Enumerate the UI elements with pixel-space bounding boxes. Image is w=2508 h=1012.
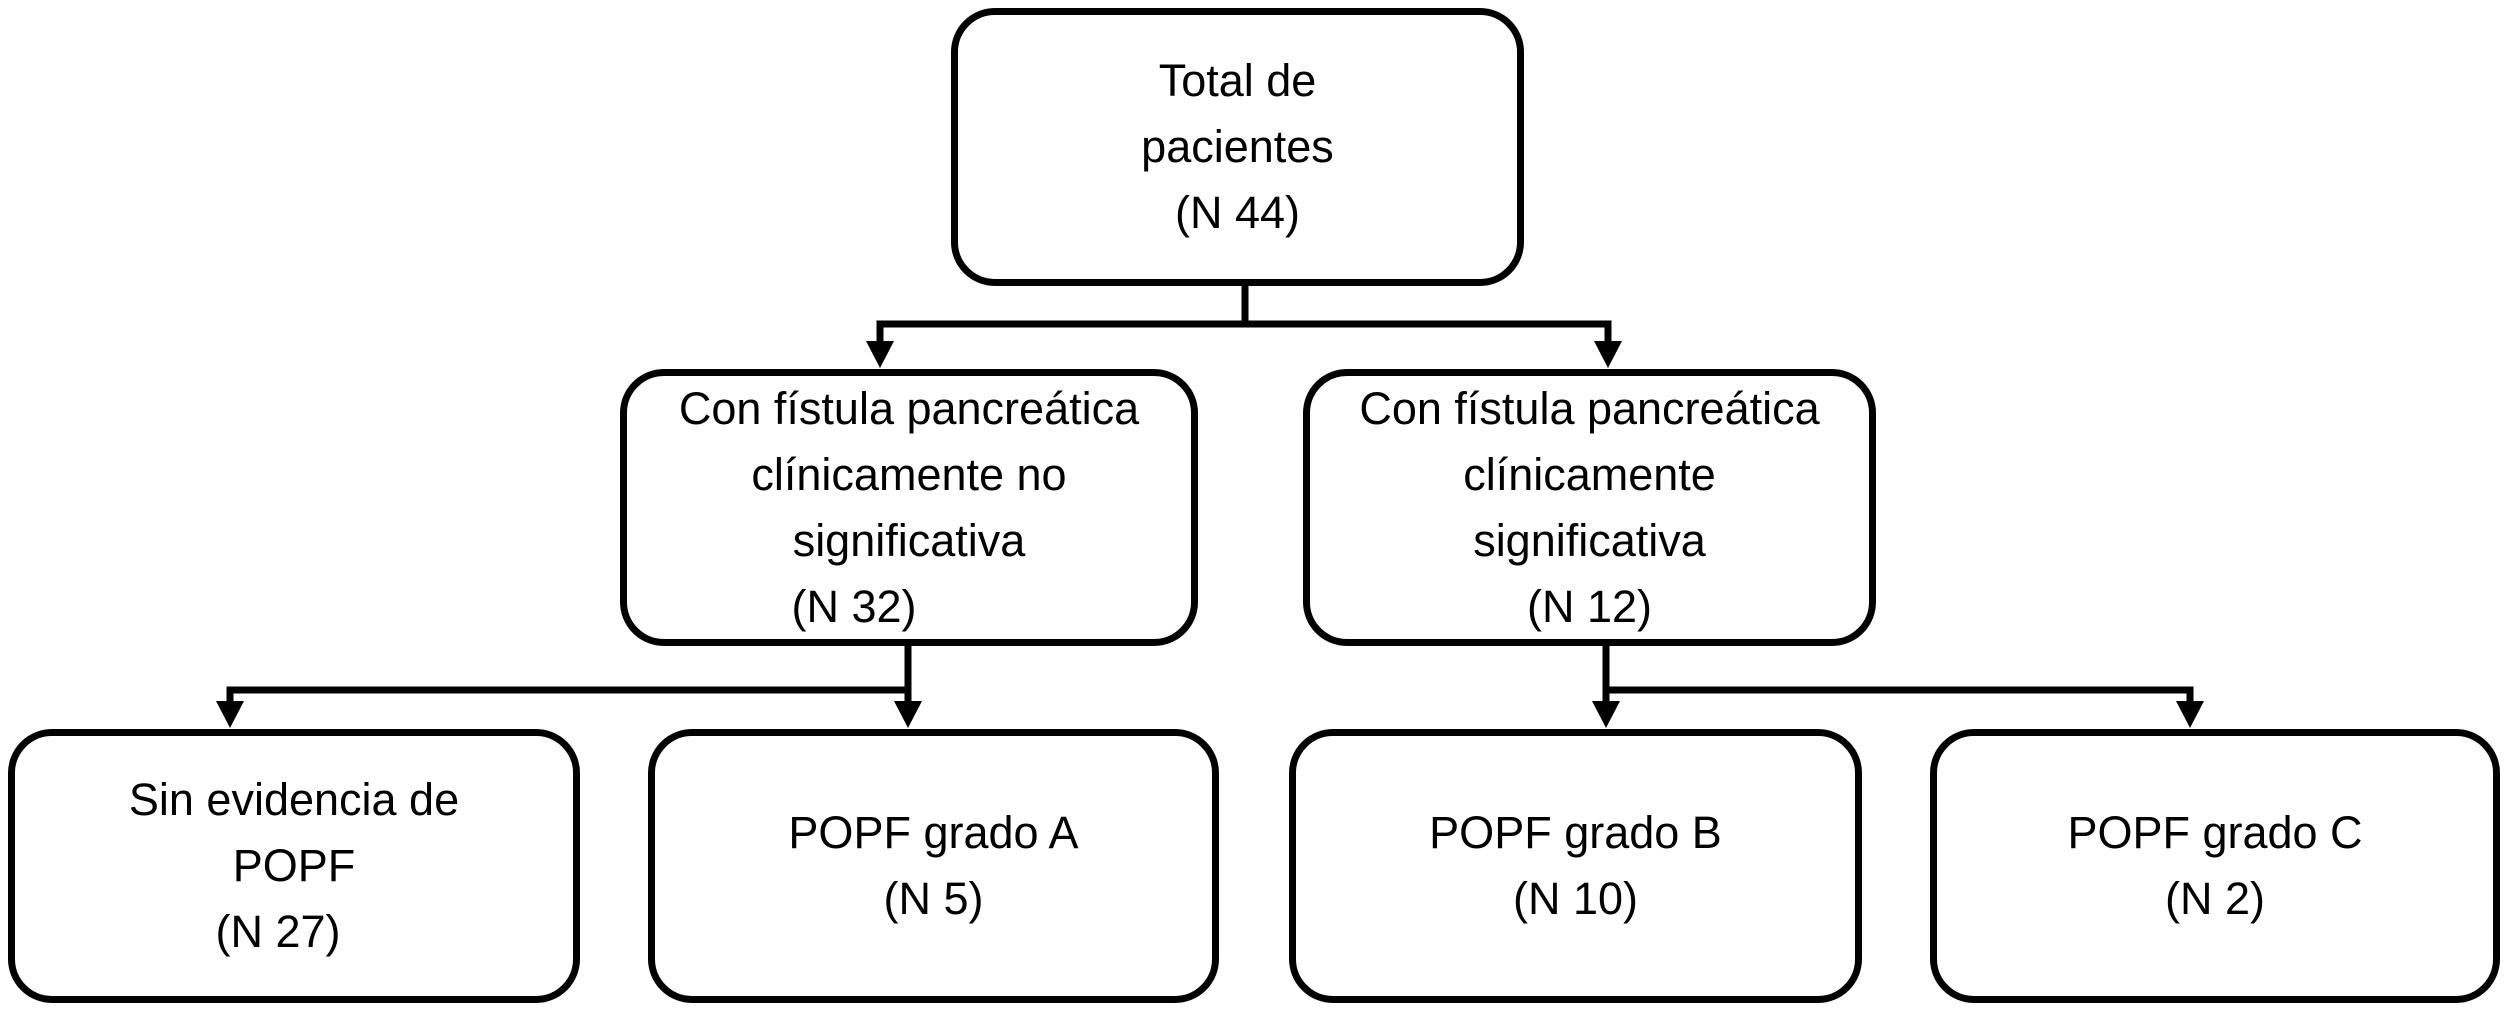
- node-label-line: pacientes: [1141, 121, 1334, 172]
- node-label-line: POPF: [232, 840, 356, 891]
- node-count: (N 10): [1512, 873, 1639, 924]
- node-popf-grado-a: POPF grado A (N 5): [648, 729, 1219, 1003]
- node-label-line: Con fístula pancreática: [678, 382, 1140, 434]
- edge-significativa-to-grado-c: [1606, 686, 2194, 704]
- arrowhead-grado-a: [894, 701, 922, 728]
- node-fistula-significativa: Con fístula pancreática clínicamente sig…: [1303, 369, 1876, 646]
- edge-no-significativa-to-sin-evidencia: [226, 646, 912, 704]
- node-label-line: clínicamente: [1463, 448, 1716, 500]
- node-fistula-no-significativa: Con fístula pancreática clínicamente no …: [620, 369, 1198, 646]
- node-count: (N 27): [215, 906, 341, 957]
- node-count: (N 12): [1526, 580, 1653, 632]
- node-total-pacientes: Total de pacientes (N 44): [951, 8, 1524, 286]
- edge-total-to-no-significativa: [876, 286, 1249, 344]
- node-label-line: POPF grado B: [1429, 807, 1722, 858]
- node-label-line: POPF grado A: [788, 807, 1079, 858]
- node-label-line: Total de: [1158, 55, 1317, 106]
- node-count: (N 2): [2165, 873, 2265, 924]
- node-label-line: Con fístula pancreática: [1359, 382, 1820, 434]
- node-label-line: clínicamente no: [751, 448, 1067, 500]
- node-count: (N 32): [791, 580, 917, 632]
- arrowhead-sin-evidencia: [216, 701, 244, 728]
- edge-total-to-significativa: [1245, 320, 1612, 344]
- node-label-line: significativa: [1473, 514, 1706, 566]
- arrowhead-significativa: [1594, 341, 1622, 368]
- node-label-line: significativa: [792, 514, 1026, 566]
- node-popf-grado-c: POPF grado C (N 2): [1930, 729, 2500, 1003]
- node-popf-grado-b: POPF grado B (N 10): [1289, 729, 1862, 1003]
- arrowhead-grado-c: [2176, 701, 2204, 728]
- node-count: (N 5): [883, 873, 984, 924]
- arrowhead-no-significativa: [866, 341, 894, 368]
- node-count: (N 44): [1174, 187, 1301, 238]
- arrowhead-grado-b: [1592, 701, 1620, 728]
- node-sin-evidencia-popf: Sin evidencia de POPF (N 27): [8, 729, 580, 1003]
- node-label-line: Sin evidencia de: [128, 774, 460, 825]
- node-label-line: POPF grado C: [2067, 807, 2363, 858]
